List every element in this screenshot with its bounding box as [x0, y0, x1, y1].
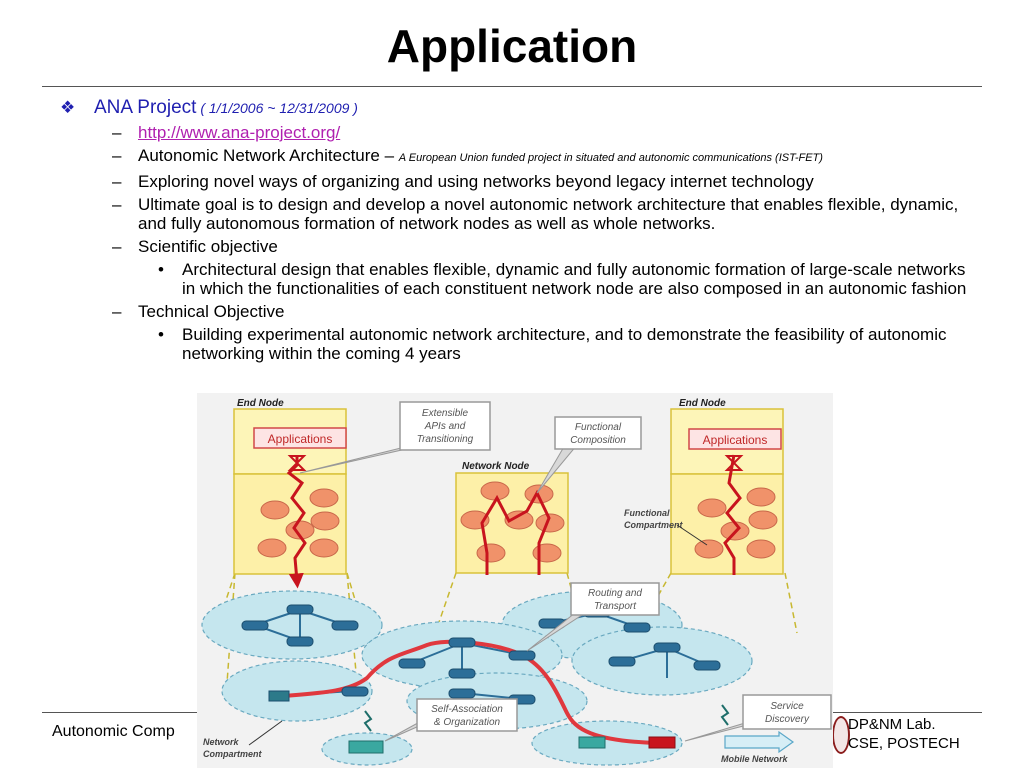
- switch-icon: [348, 740, 384, 754]
- callout-line: Compartment: [203, 749, 263, 759]
- compartment-ellipse: [221, 660, 373, 722]
- project-heading-item: ❖ ANA Project ( 1/1/2006 ~ 12/31/2009 ): [60, 96, 980, 120]
- bullet-technical-objective: – Technical Objective: [112, 302, 285, 321]
- router-icon: [653, 642, 681, 653]
- switch-icon: [648, 736, 676, 749]
- callout-line: Extensible: [422, 408, 469, 419]
- callout-line: & Organization: [434, 717, 501, 728]
- end-node-left: End Node Applications: [233, 398, 347, 589]
- applications-box: [688, 428, 782, 450]
- sub-bullet-experimental: • Building experimental autonomic networ…: [158, 325, 947, 363]
- sub-bullet-architectural-design: • Architectural design that enables flex…: [158, 260, 967, 298]
- callout-line: Service: [770, 701, 804, 712]
- callout-line: APIs and: [424, 421, 466, 432]
- bullet-project-link: – http://www.ana-project.org/: [112, 123, 341, 142]
- callout-line: Routing and: [588, 588, 642, 599]
- router-icon: [286, 636, 314, 647]
- bullet-scientific-objective: – Scientific objective: [112, 237, 278, 256]
- callout-self-association: Self-Association & Organization: [384, 698, 518, 742]
- callout-line: Discovery: [765, 714, 810, 725]
- network-node: Network Node: [455, 461, 569, 575]
- router-icon: [286, 604, 314, 615]
- switch-icon: [268, 690, 290, 702]
- bullet-exploring: – Exploring novel ways of organizing and…: [112, 172, 814, 191]
- callout-service-discovery: Service Discovery: [684, 694, 832, 742]
- router-icon: [398, 658, 426, 669]
- slide-title: Application: [386, 20, 638, 72]
- bullet-text: Technical Objective: [138, 302, 285, 321]
- end-node-label: End Node: [237, 398, 284, 409]
- university-logo: [832, 716, 850, 754]
- router-icon: [341, 686, 369, 697]
- callout-line: Transitioning: [417, 434, 474, 445]
- footer-lab-line2: CSE, POSTECH: [848, 735, 960, 752]
- bullet-text: Exploring novel ways of organizing and u…: [138, 172, 814, 191]
- label-network-compartment: Network Compartment: [203, 720, 283, 759]
- callout-line: Transport: [594, 601, 637, 612]
- footer-lab: DP&NM Lab. CSE, POSTECH: [848, 715, 960, 753]
- title-divider: [42, 86, 982, 87]
- end-node-right: End Node Applications: [670, 398, 784, 575]
- ana-architecture-diagram: End Node Applications Network Node End N…: [197, 393, 833, 768]
- router-icon: [448, 637, 476, 648]
- compartment-ellipse: [531, 720, 683, 766]
- wireless-link-icon: [363, 710, 373, 732]
- router-icon: [331, 620, 359, 631]
- compartment-ellipse: [571, 626, 753, 696]
- bullet-text: Ultimate goal is to design and develop a…: [138, 195, 959, 233]
- bullet-architecture: – Autonomic Network Architecture – A Eur…: [112, 146, 823, 165]
- bullet-text: Architectural design that enables flexib…: [182, 260, 967, 298]
- router-icon: [608, 656, 636, 667]
- footer-lab-line1: DP&NM Lab.: [848, 716, 936, 733]
- router-icon: [693, 660, 721, 671]
- callout-line: Self-Association: [431, 704, 503, 715]
- router-icon: [241, 620, 269, 631]
- gate-icon: [287, 455, 307, 471]
- callout-apis: Extensible APIs and Transitioning: [299, 401, 491, 474]
- callout-line: Composition: [570, 435, 626, 446]
- bullet-text: Autonomic Network Architecture –: [138, 146, 399, 165]
- router-icon: [448, 688, 476, 699]
- callout-line: Network: [203, 737, 240, 747]
- diamond-bullet-icon: ❖: [60, 98, 76, 117]
- project-link[interactable]: http://www.ana-project.org/: [138, 123, 341, 142]
- router-icon: [508, 650, 536, 661]
- applications-label: Applications: [268, 432, 333, 446]
- label-functional-compartment: Functional Compartment: [624, 508, 708, 546]
- bullet-text: Building experimental autonomic network …: [182, 325, 947, 363]
- callout-line: Compartment: [624, 520, 684, 530]
- slide-body: ❖ ANA Project ( 1/1/2006 ~ 12/31/2009 ) …: [60, 96, 980, 367]
- mobile-devices: [348, 704, 730, 754]
- network-node-label: Network Node: [462, 461, 530, 472]
- callout-line: Functional: [624, 508, 670, 518]
- compartment-ellipse: [201, 590, 383, 660]
- router-icon: [448, 668, 476, 679]
- applications-box: [253, 427, 347, 449]
- switch-icon: [578, 736, 606, 749]
- project-heading: ANA Project: [94, 97, 197, 118]
- bullet-text: Scientific objective: [138, 237, 278, 256]
- applications-label: Applications: [703, 433, 768, 447]
- callout-routing: Routing and Transport: [526, 582, 660, 652]
- arrow-right-icon: [724, 730, 795, 754]
- end-node-label: End Node: [679, 398, 726, 409]
- router-icon: [623, 622, 651, 633]
- project-period: ( 1/1/2006 ~ 12/31/2009 ): [196, 100, 358, 116]
- wireless-link-icon: [720, 704, 730, 726]
- bullet-note: A European Union funded project in situa…: [398, 152, 823, 164]
- footer-course-title: Autonomic Comp: [52, 723, 175, 740]
- gate-icon: [724, 455, 744, 471]
- callout-functional-composition: Functional Composition: [536, 416, 642, 494]
- bullet-ultimate-goal: – Ultimate goal is to design and develop…: [112, 195, 959, 233]
- mobile-network-label: Mobile Network: [721, 754, 789, 764]
- callout-line: Functional: [575, 422, 622, 433]
